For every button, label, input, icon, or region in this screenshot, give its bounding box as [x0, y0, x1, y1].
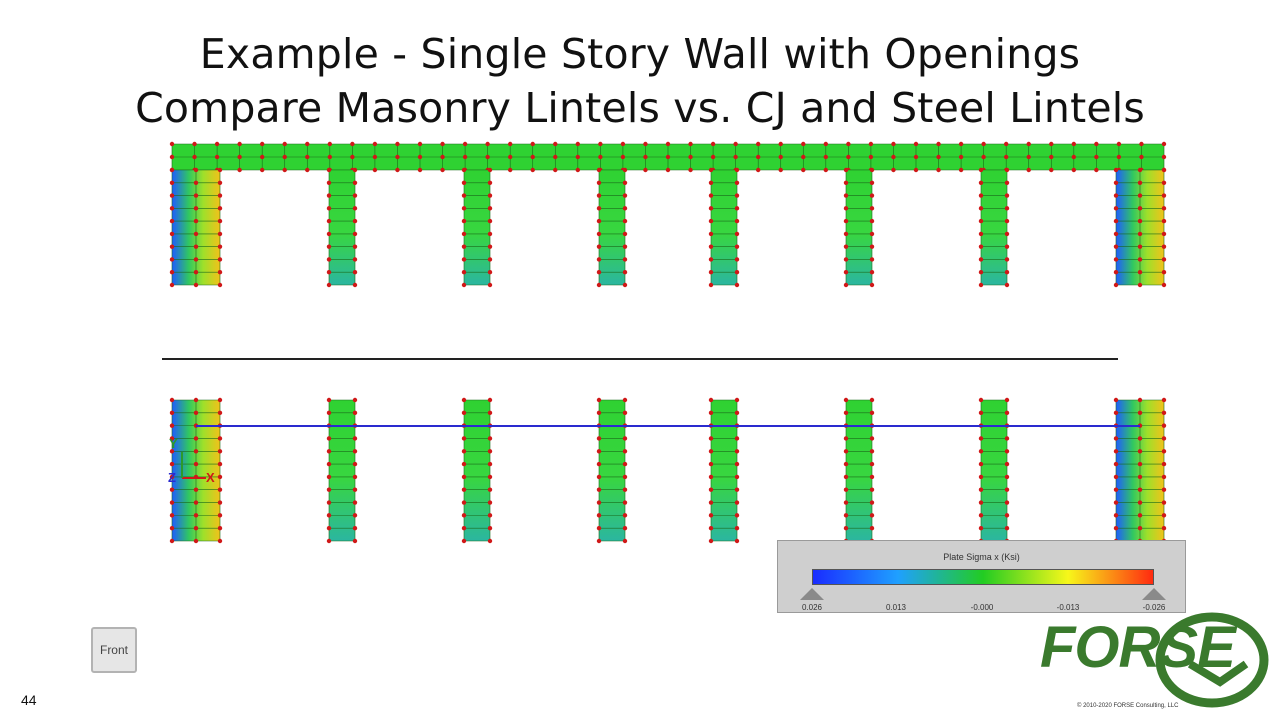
- legend-tick-3: -0.000: [970, 603, 994, 612]
- legend-color-bar: [812, 569, 1154, 585]
- legend-max-marker-icon[interactable]: [1142, 588, 1166, 600]
- legend-tick-1: 0.026: [801, 603, 823, 612]
- legend-min-marker-icon[interactable]: [800, 588, 824, 600]
- wall-pier-bottom-8: [1113, 397, 1167, 544]
- wall-pier-bottom-5: [708, 397, 740, 544]
- axis-x-label: X: [206, 470, 215, 485]
- wall-pier-top-1: [169, 167, 223, 288]
- stress-color-legend: Plate Sigma x (Ksi) 0.026 0.013 -0.000 -…: [777, 540, 1186, 613]
- forse-logo-text: FORSE: [1040, 615, 1236, 680]
- copyright-text: © 2010-2020 FORSE Consulting, LLC: [1077, 703, 1179, 709]
- legend-tick-5: -0.026: [1142, 603, 1166, 612]
- legend-tick-2: 0.013: [885, 603, 907, 612]
- axis-z-label: Z: [168, 470, 176, 485]
- slide-title-line1: Example - Single Story Wall with Opening…: [199, 30, 1081, 78]
- legend-title: Plate Sigma x (Ksi): [943, 552, 1020, 562]
- wall-pier-bottom-2: [326, 397, 358, 544]
- wall-pier-top-2: [326, 167, 358, 288]
- wall-pier-bottom-6: [843, 397, 875, 544]
- slide-title-line2: Compare Masonry Lintels vs. CJ and Steel…: [135, 84, 1145, 132]
- wall-pier-top-7: [978, 167, 1010, 288]
- front-view-button[interactable]: Front: [91, 627, 137, 673]
- wall-pier-top-8: [1113, 167, 1167, 288]
- wall-pier-top-6: [843, 167, 875, 288]
- wall-pier-top-3: [461, 167, 493, 288]
- page-number: 44: [21, 692, 37, 708]
- divider-line: [162, 358, 1118, 360]
- wall-pier-bottom-3: [461, 397, 493, 544]
- legend-tick-4: -0.013: [1056, 603, 1080, 612]
- masonry-lintel-band: [169, 141, 1167, 173]
- wall-pier-top-5: [708, 167, 740, 288]
- wall-pier-bottom-7: [978, 397, 1010, 544]
- wall-pier-bottom-4: [596, 397, 628, 544]
- forse-logo-swoosh-icon: [1155, 612, 1269, 708]
- axis-y-label: Y: [169, 436, 178, 451]
- wall-pier-bottom-1: [169, 397, 223, 544]
- wall-pier-top-4: [596, 167, 628, 288]
